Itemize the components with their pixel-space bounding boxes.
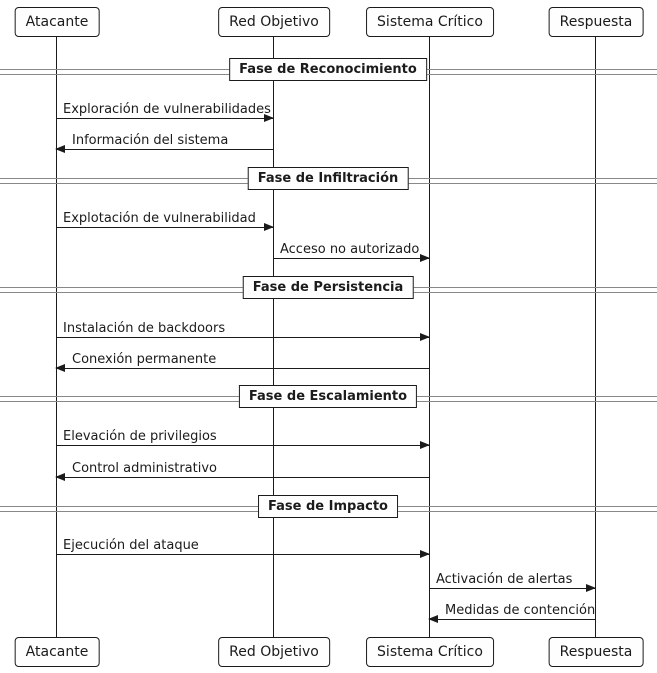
- message-control-administrativo: Control administrativo: [55, 461, 429, 481]
- participant-bottom-sistema-critico: Sistema Crítico: [366, 637, 494, 667]
- arrowhead-left-icon: [55, 145, 65, 153]
- arrowhead-right-icon: [264, 114, 274, 122]
- arrowhead-right-icon: [264, 223, 274, 231]
- arrowhead-right-icon: [420, 550, 430, 558]
- arrowhead-left-icon: [55, 364, 65, 372]
- phase-label-escalamiento: Fase de Escalamiento: [238, 385, 418, 408]
- message-medidas-contencion: Medidas de contención: [428, 603, 595, 623]
- phase-label-infiltracion: Fase de Infiltración: [247, 167, 409, 190]
- participant-top-atacante: Atacante: [14, 7, 100, 37]
- message-elevacion-privilegios: Elevación de privilegios: [56, 429, 430, 449]
- message-label: Instalación de backdoors: [63, 321, 226, 336]
- message-label: Control administrativo: [72, 461, 218, 476]
- message-explotacion-vulnerabilidad: Explotación de vulnerabilidad: [56, 211, 274, 231]
- message-ejecucion-ataque: Ejecución del ataque: [56, 538, 430, 558]
- message-label: Exploración de vulnerabilidades: [63, 102, 271, 117]
- message-exploracion-vulnerabilidades: Exploración de vulnerabilidades: [56, 102, 274, 122]
- arrowhead-right-icon: [420, 333, 430, 341]
- arrowhead-right-icon: [420, 254, 430, 262]
- message-label: Explotación de vulnerabilidad: [63, 211, 256, 226]
- message-activacion-alertas: Activación de alertas: [429, 572, 596, 592]
- participant-bottom-atacante: Atacante: [14, 637, 100, 667]
- arrowhead-left-icon: [55, 473, 65, 481]
- message-conexion-permanente: Conexión permanente: [55, 352, 429, 372]
- message-instalacion-backdoors: Instalación de backdoors: [56, 321, 430, 341]
- message-label: Elevación de privilegios: [63, 429, 217, 444]
- phase-label-impacto: Fase de Impacto: [258, 495, 398, 518]
- participant-top-respuesta: Respuesta: [548, 7, 644, 37]
- message-label: Información del sistema: [72, 133, 229, 148]
- participant-bottom-red-objetivo: Red Objetivo: [218, 637, 330, 667]
- participant-top-sistema-critico: Sistema Crítico: [366, 7, 494, 37]
- participant-bottom-respuesta: Respuesta: [548, 637, 644, 667]
- message-label: Medidas de contención: [445, 603, 596, 618]
- message-informacion-sistema: Información del sistema: [55, 133, 273, 153]
- lifeline-respuesta: [595, 37, 596, 637]
- phase-label-persistencia: Fase de Persistencia: [242, 276, 414, 299]
- participant-top-red-objetivo: Red Objetivo: [218, 7, 330, 37]
- message-label: Acceso no autorizado: [280, 242, 420, 257]
- phase-label-reconocimiento: Fase de Reconocimiento: [229, 58, 427, 81]
- arrowhead-right-icon: [420, 441, 430, 449]
- arrowhead-left-icon: [428, 615, 438, 623]
- message-acceso-no-autorizado: Acceso no autorizado: [273, 242, 430, 262]
- message-label: Conexión permanente: [72, 352, 217, 367]
- message-label: Ejecución del ataque: [63, 538, 199, 553]
- message-label: Activación de alertas: [436, 572, 573, 587]
- arrowhead-right-icon: [586, 584, 596, 592]
